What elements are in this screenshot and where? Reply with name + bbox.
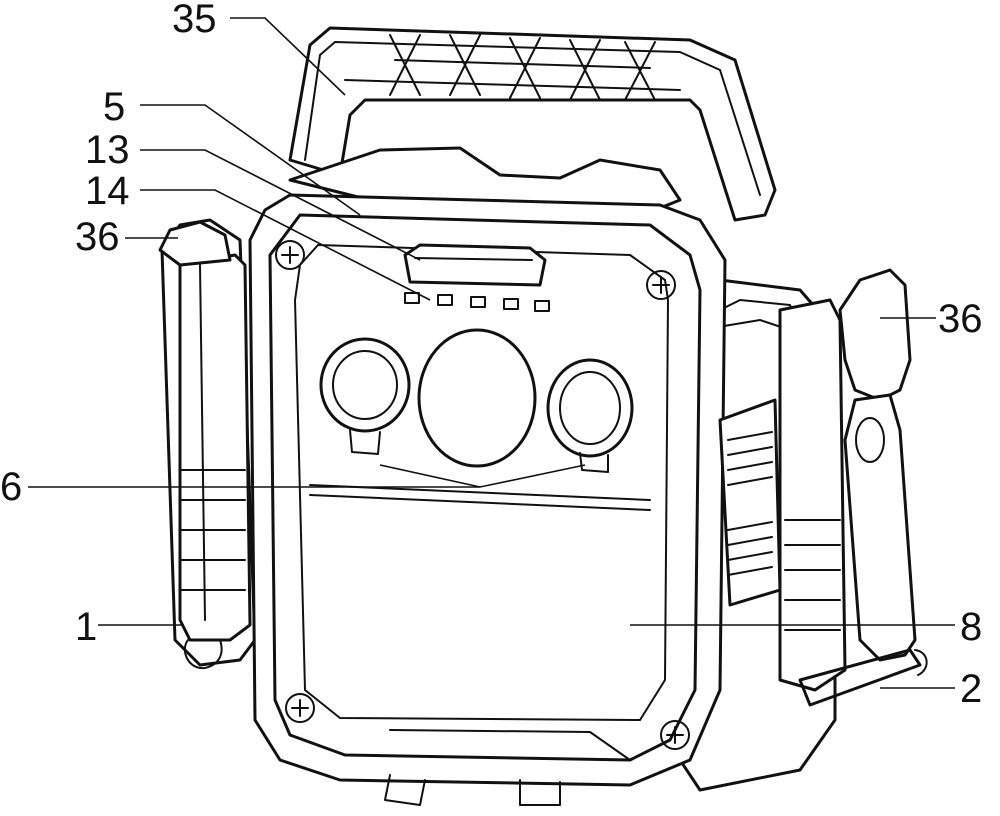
- leader-lines: [28, 17, 955, 689]
- label-36-right: 36: [938, 297, 983, 341]
- label-13: 13: [85, 128, 130, 172]
- vent-grille: [718, 398, 782, 607]
- right-stand: [778, 268, 928, 707]
- right-socket: [546, 358, 634, 473]
- label-6: 6: [0, 465, 22, 509]
- label-35: 35: [172, 0, 217, 41]
- left-socket: [319, 337, 411, 455]
- label-14: 14: [85, 169, 130, 213]
- main-body: [248, 193, 727, 806]
- front-light: [417, 328, 537, 468]
- left-light-head: [158, 220, 232, 267]
- left-side-panel: [160, 218, 257, 670]
- screw-top-right: [646, 270, 676, 300]
- reference-labels: 35 5 13 14 36 36 6 1 8 2: [0, 0, 983, 711]
- screw-bottom-left: [285, 693, 315, 723]
- label-1: 1: [75, 605, 97, 649]
- label-5: 5: [103, 85, 125, 129]
- screw-top-left: [275, 240, 305, 270]
- battery-indicator: [404, 292, 550, 312]
- right-light-head: [838, 268, 912, 402]
- label-8: 8: [960, 605, 982, 649]
- label-36-left: 36: [75, 215, 120, 259]
- screw-bottom-right: [660, 720, 690, 750]
- carry-handle: [288, 26, 777, 222]
- divider-line-2: [309, 494, 651, 511]
- label-2: 2: [960, 667, 982, 711]
- power-button: [403, 243, 547, 287]
